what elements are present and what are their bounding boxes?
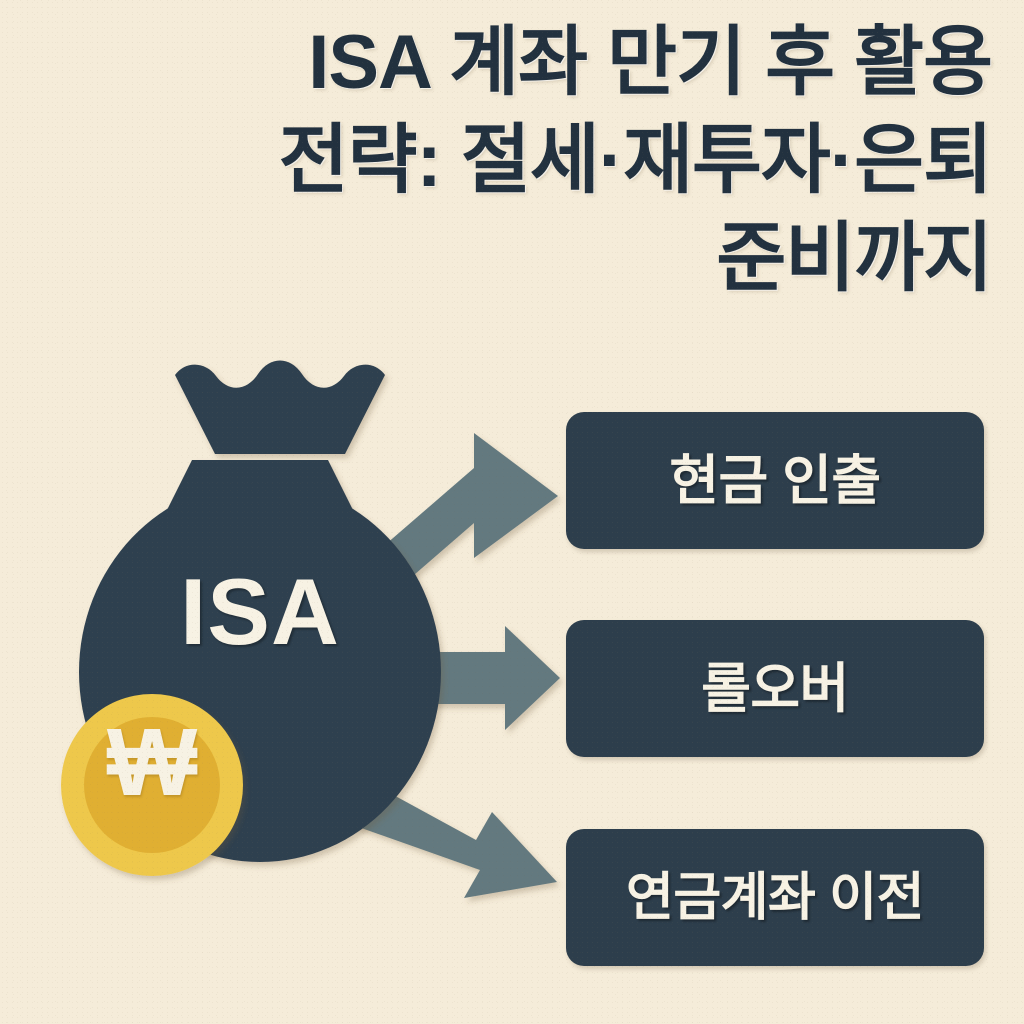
page-title: ISA 계좌 만기 후 활용 전략: 절세·재투자·은퇴 준비까지 bbox=[40, 14, 993, 308]
isa-flow-diagram bbox=[0, 350, 1024, 1024]
option-box-cash-withdrawal[interactable]: 현금 인출 bbox=[566, 412, 984, 549]
won-coin-icon bbox=[61, 694, 243, 876]
option-label-cash-withdrawal: 현금 인출 bbox=[669, 450, 881, 511]
arrow-to-rollover bbox=[406, 626, 560, 730]
bag-label-isa: ISA bbox=[180, 559, 340, 664]
won-currency-symbol: ₩ bbox=[106, 709, 198, 816]
option-label-pension-transfer: 연금계좌 이전 bbox=[626, 868, 925, 927]
title-line-3: 준비까지 bbox=[716, 216, 993, 301]
option-box-pension-transfer[interactable]: 연금계좌 이전 bbox=[566, 829, 984, 966]
title-line-2: 전략: 절세·재투자·은퇴 bbox=[278, 118, 993, 203]
option-box-rollover[interactable]: 롤오버 bbox=[566, 620, 984, 757]
title-line-1: ISA 계좌 만기 후 활용 bbox=[308, 20, 993, 105]
option-label-rollover: 롤오버 bbox=[701, 658, 849, 719]
